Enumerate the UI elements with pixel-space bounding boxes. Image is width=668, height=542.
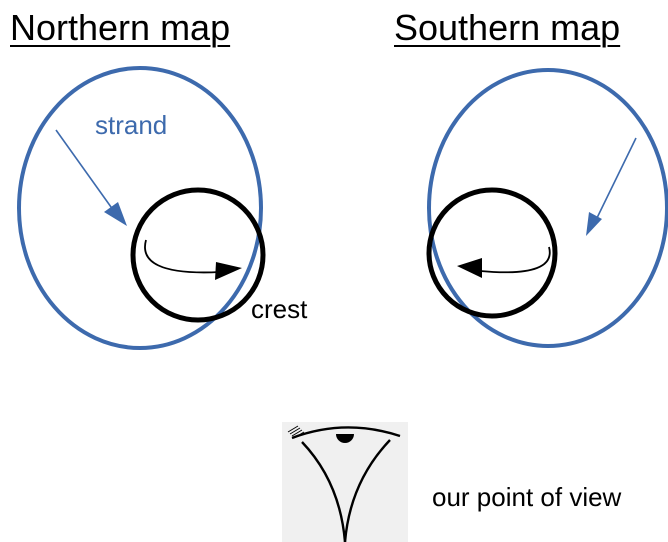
- crest-label: crest: [251, 294, 308, 324]
- northern-map-title: Northern map: [10, 7, 231, 48]
- point-of-view-label: our point of view: [432, 482, 622, 512]
- northern-strand-arrowhead: [104, 202, 127, 226]
- southern-strand-arrow: [594, 137, 637, 223]
- point-of-view-illustration: [282, 422, 408, 542]
- southern-strand-ellipse: [427, 68, 668, 348]
- southern-map-title: Southern map: [394, 7, 621, 48]
- northern-map: [17, 66, 266, 350]
- northern-crest-circle: [130, 187, 266, 323]
- northern-rotation-arrow: [144, 239, 221, 274]
- northern-strand-arrow: [55, 129, 117, 215]
- southern-rotation-arrow: [479, 246, 551, 274]
- northern-strand-ellipse: [17, 66, 263, 350]
- eye-view-icon: [287, 425, 401, 542]
- southern-rotation-arrowhead: [457, 258, 482, 278]
- southern-map: [426, 68, 668, 348]
- southern-strand-arrowhead: [586, 212, 602, 236]
- strand-label: strand: [95, 110, 168, 140]
- southern-crest-circle: [426, 187, 558, 319]
- northern-rotation-arrowhead: [215, 262, 242, 280]
